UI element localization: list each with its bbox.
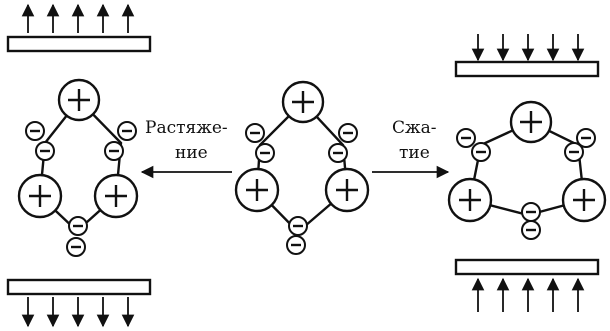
- compression-negative-ion: [471, 142, 491, 162]
- compression-bottom-plate: [454, 258, 600, 276]
- neutral-negative-ion: [338, 123, 358, 143]
- compression-positive-ion-left: [447, 177, 493, 223]
- compression-bottom-arrows: [471, 277, 585, 312]
- compression-negative-ion: [521, 220, 541, 240]
- compression-top-arrows: [471, 34, 585, 62]
- tension-positive-ion-left: [17, 173, 63, 219]
- compression-positive-ion-right: [561, 177, 607, 223]
- compression-negative-ion: [576, 128, 596, 148]
- neutral-negative-ion: [286, 235, 306, 255]
- compression-structure: [447, 34, 607, 312]
- tension-positive-ion-top: [57, 78, 101, 122]
- neutral-positive-ion-top: [281, 80, 325, 124]
- tension-top-plate: [6, 35, 152, 53]
- tension-negative-ion: [35, 141, 55, 161]
- neutral-structure: [234, 80, 370, 255]
- tension-positive-ion-right: [93, 173, 139, 219]
- tension-bottom-plate: [6, 278, 152, 296]
- compression-top-plate: [454, 60, 600, 78]
- neutral-positive-ion-right: [324, 167, 370, 213]
- stretch-label-line1: Растяже-: [145, 118, 228, 138]
- compress-label-line1: Сжа-: [392, 118, 437, 138]
- compression-negative-ion: [564, 142, 584, 162]
- neutral-negative-ion: [328, 143, 348, 163]
- compression-negative-ion: [456, 128, 476, 148]
- tension-negative-ion: [66, 237, 86, 257]
- compression-transition: Сжа- тие: [372, 118, 450, 179]
- neutral-negative-ion: [245, 123, 265, 143]
- tension-negative-ion: [104, 141, 124, 161]
- compression-positive-ion-top: [509, 100, 553, 144]
- tension-transition: Растяже- ние: [140, 118, 232, 179]
- tension-bottom-arrows: [21, 297, 135, 328]
- neutral-negative-ion: [288, 216, 308, 236]
- stretch-label-line2: ние: [175, 143, 208, 163]
- neutral-negative-ion: [255, 143, 275, 163]
- compress-label-line2: тие: [399, 143, 430, 163]
- tension-top-arrows: [21, 3, 135, 33]
- neutral-positive-ion-left: [234, 167, 280, 213]
- tension-structure: [6, 3, 152, 328]
- tension-negative-ion: [68, 216, 88, 236]
- tension-negative-ion: [117, 121, 137, 141]
- compression-negative-ion: [521, 202, 541, 222]
- tension-negative-ion: [25, 121, 45, 141]
